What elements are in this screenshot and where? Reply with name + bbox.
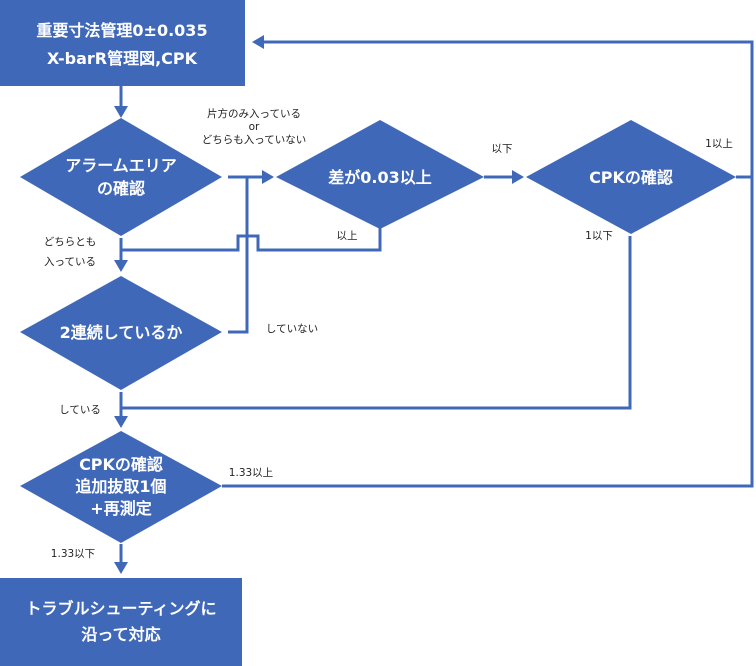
node-cpk2-line-1: CPKの確認 [79,455,163,474]
label-both-in-2: 入っている [44,256,96,268]
edge-diff-over-return [121,228,382,252]
label-one-side-3: どちらも入っていない [202,134,306,146]
arrowhead-right-icon [512,170,524,184]
node-start-line-2: X-barR管理図,CPK [47,49,198,68]
label-both-in-1: どちらとも [44,236,97,248]
connectors [114,35,754,574]
node-end-line-2: 沿って対応 [81,625,160,644]
label-diff-under: 以下 [492,143,513,155]
node-consecutive-check: 2連続しているか [20,276,222,390]
label-cpk2-over: 1.33以上 [229,467,273,479]
node-alarm-check: アラームエリア の確認 [20,118,222,236]
node-cpk1-line-1: CPKの確認 [589,168,673,187]
label-cpk1-under: 1以下 [585,230,613,242]
arrowhead-left-icon [252,35,264,49]
node-alarm-line-2: の確認 [97,179,145,198]
node-end: トラブルシューティングに 沿って対応 [0,578,242,666]
label-cpk1-over: 1以上 [705,138,733,150]
node-cpk2-line-3: +再測定 [90,499,151,518]
edge-cpk1-under [121,236,632,410]
edge-labels: 片方のみ入っている or どちらも入っていない どちらとも 入っている 以上 以… [44,107,733,560]
node-cpk2-line-2: 追加抜取1個 [75,477,166,496]
node-diff-line-1: 差が0.03以上 [328,168,431,187]
label-one-side-1: 片方のみ入っている [207,107,301,120]
label-consecutive: している [59,404,101,416]
label-one-side-2: or [249,121,260,133]
arrowhead-down-icon [114,106,128,118]
edge-not-consecutive-return [228,177,249,334]
node-cpk-check-2: CPKの確認 追加抜取1個 +再測定 [20,431,222,543]
label-diff-over: 以上 [337,230,358,242]
arrowhead-down-icon [114,562,128,574]
node-end-line-1: トラブルシューティングに [25,599,216,618]
arrowhead-right-icon [262,170,274,184]
node-consecutive-line-1: 2連続しているか [60,323,183,342]
edge-cpk1-over [262,40,754,179]
node-diff-check: 差が0.03以上 [276,120,484,229]
label-cpk2-under: 1.33以下 [51,548,95,560]
arrowhead-down-icon [114,260,128,272]
node-start-line-1: 重要寸法管理0±0.035 [36,21,207,40]
node-cpk-check-1: CPKの確認 [526,120,736,234]
edge-cpk2-over [222,177,754,488]
arrowhead-down-icon [114,416,128,428]
label-not-consecutive: していない [266,323,318,335]
node-alarm-line-1: アラームエリア [65,156,177,175]
node-start: 重要寸法管理0±0.035 X-barR管理図,CPK [0,0,245,86]
